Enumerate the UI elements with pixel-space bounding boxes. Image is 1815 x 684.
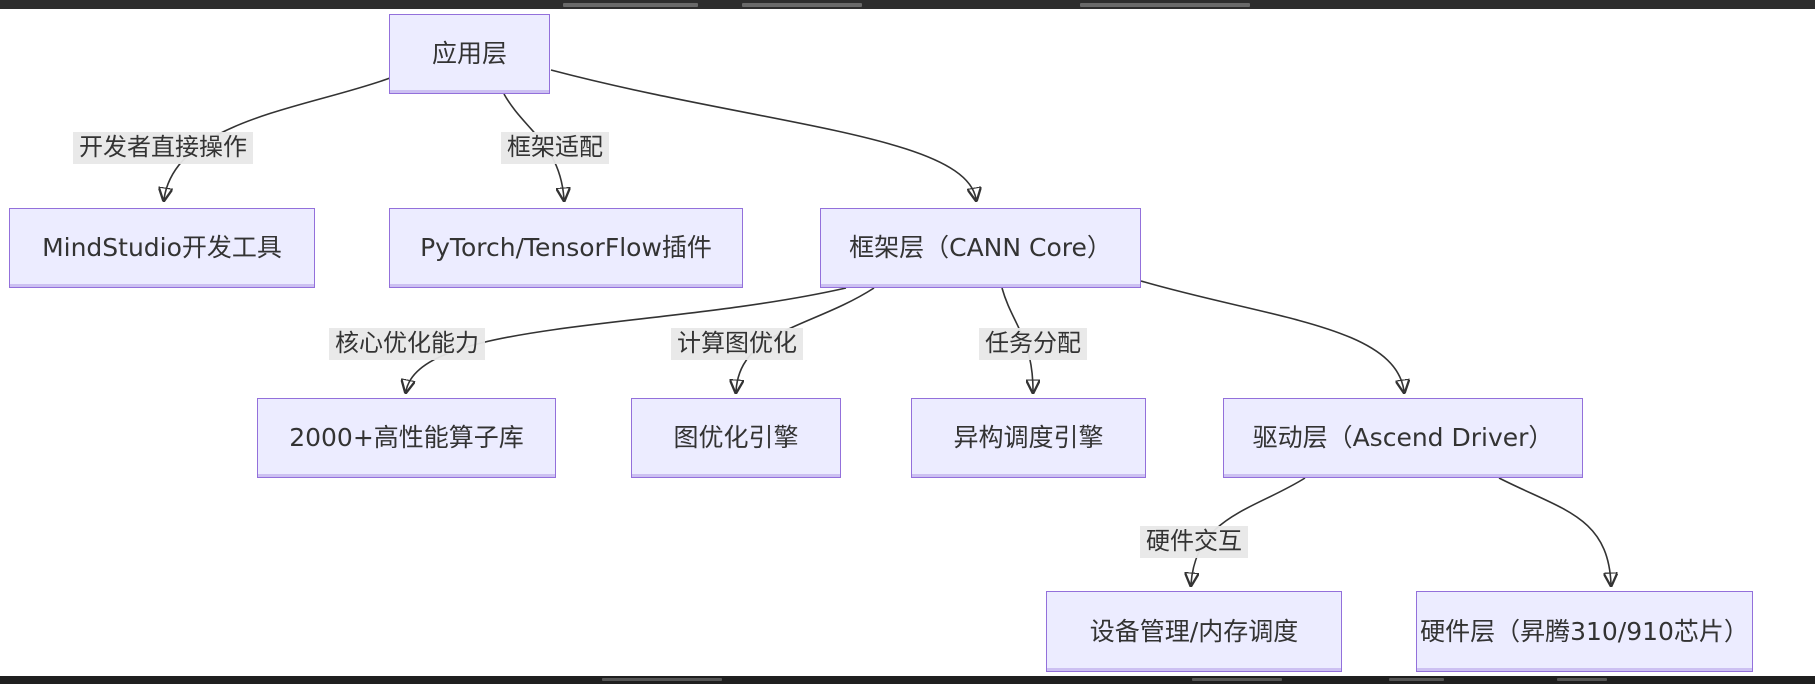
edge-app-to-mindstudio [164, 77, 391, 199]
cropped-top-bar [0, 0, 1815, 9]
node-framework-layer-cann-core: 框架层（CANN Core） [820, 208, 1141, 288]
cropped-text-fragment [602, 678, 722, 681]
cropped-text-fragment [1192, 678, 1282, 681]
cropped-text-fragment [563, 3, 698, 7]
node-driver-layer-ascend: 驱动层（Ascend Driver） [1223, 398, 1583, 478]
cropped-bottom-bar [0, 676, 1815, 684]
edge-label-developer-direct-operation: 开发者直接操作 [73, 132, 253, 164]
node-application-layer: 应用层 [389, 14, 550, 94]
edge-app-to-cann [550, 69, 976, 199]
cropped-text-fragment [1080, 3, 1250, 7]
edge-cann-to-driver [1140, 280, 1404, 391]
cropped-text-fragment [742, 3, 862, 7]
edge-driver-to-hardware [1498, 477, 1611, 584]
node-operator-library: 2000+高性能算子库 [257, 398, 556, 478]
cropped-text-fragment [1557, 678, 1607, 681]
edge-cann-to-ops [406, 287, 847, 391]
edge-label-core-optimization: 核心优化能力 [329, 328, 485, 360]
edge-driver-to-device-mgmt [1191, 477, 1306, 584]
node-hardware-layer-ascend-chips: 硬件层（昇腾310/910芯片） [1416, 591, 1753, 672]
cropped-text-fragment [1389, 678, 1444, 681]
edge-label-hardware-interaction: 硬件交互 [1140, 526, 1248, 558]
edge-label-compute-graph-optimization: 计算图优化 [671, 328, 803, 360]
node-device-memory-management: 设备管理/内存调度 [1046, 591, 1342, 672]
node-heterogeneous-scheduler: 异构调度引擎 [911, 398, 1146, 478]
edge-label-task-assignment: 任务分配 [979, 328, 1087, 360]
node-mindstudio-dev-tools: MindStudio开发工具 [9, 208, 315, 288]
node-graph-optimization-engine: 图优化引擎 [631, 398, 841, 478]
node-pytorch-tensorflow-plugin: PyTorch/TensorFlow插件 [389, 208, 743, 288]
edge-label-framework-adaptation: 框架适配 [501, 132, 609, 164]
